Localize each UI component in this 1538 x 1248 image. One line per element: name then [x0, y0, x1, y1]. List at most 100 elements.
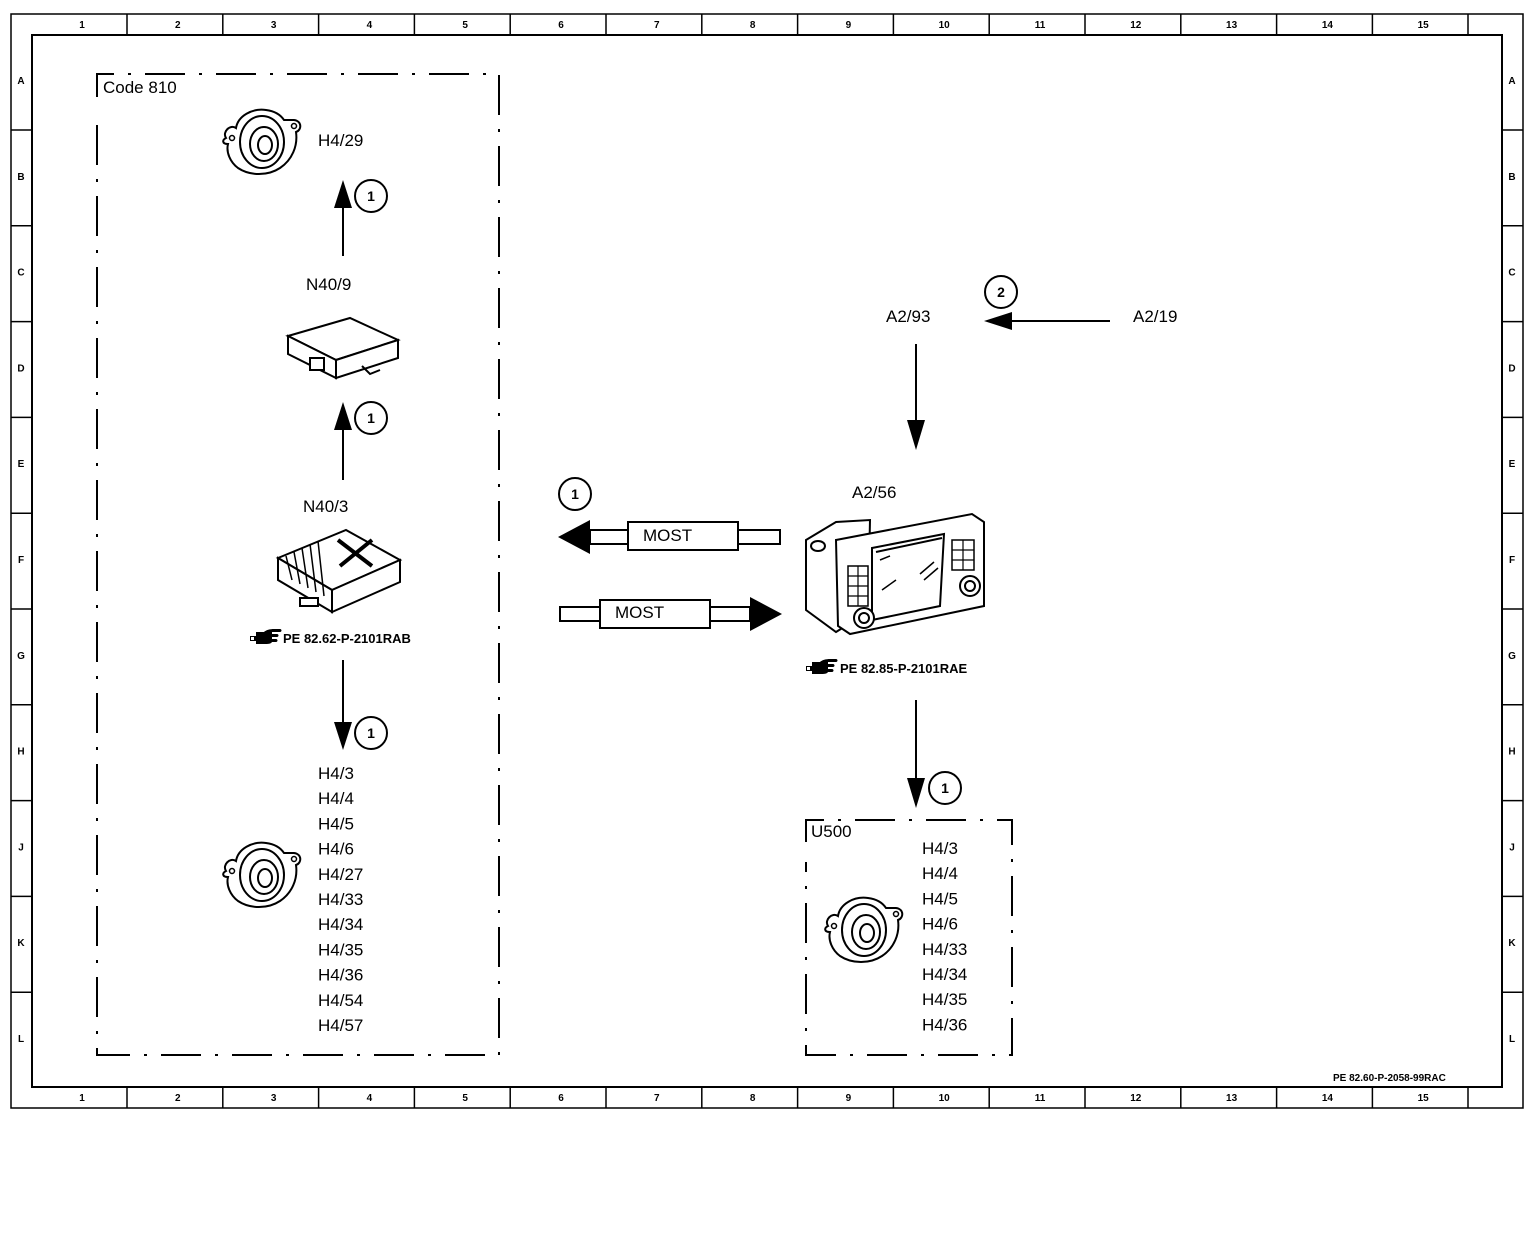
grid-row-label: E	[1509, 459, 1516, 470]
grid-row-label: K	[17, 938, 25, 949]
grid-row-label: E	[18, 459, 25, 470]
grid-row-label: B	[17, 172, 24, 183]
arrow-up-icon	[334, 180, 352, 208]
arrow-up-icon	[334, 402, 352, 430]
grid-column-label: 5	[462, 1093, 468, 1104]
grid-row-label: B	[1508, 172, 1515, 183]
most-bus-in: MOST	[559, 597, 782, 631]
grid-row-label: G	[17, 651, 25, 662]
speaker-component-label: H4/33	[318, 890, 363, 909]
speaker-component-label: H4/5	[922, 889, 958, 908]
arrow-down-icon	[907, 420, 925, 450]
speaker-component-label: H4/4	[318, 789, 354, 808]
grid-column-label: 1	[79, 1093, 85, 1104]
grid-column-label: 12	[1130, 20, 1142, 31]
grid-column-label: 9	[846, 20, 852, 31]
u500-boundary	[805, 819, 1013, 1056]
grid-column-label: 4	[367, 1093, 373, 1104]
component-h4-29: H4/29	[318, 131, 363, 150]
sheet-reference: PE 82.60-P-2058-99RAC	[1333, 1073, 1446, 1084]
grid-column-label: 9	[846, 1093, 852, 1104]
code810-label: Code 810	[103, 78, 177, 97]
grid-column-label: 3	[271, 20, 277, 31]
grid-row-label: F	[1509, 555, 1515, 566]
grid-row-label: A	[17, 76, 24, 87]
grid-column-label: 6	[558, 1093, 564, 1104]
component-a2-19: A2/19	[1133, 307, 1177, 326]
grid-row-label: D	[1508, 363, 1515, 374]
speaker-component-label: H4/34	[318, 915, 363, 934]
speaker-component-label: H4/27	[318, 865, 363, 884]
grid-row-label: F	[18, 555, 24, 566]
speaker-component-label: H4/6	[922, 915, 958, 934]
marker-1	[354, 179, 388, 213]
grid-row-label: J	[18, 842, 24, 853]
grid-row-label: L	[18, 1034, 24, 1045]
reference-a2-56: PE 82.85-P-2101RAE	[840, 661, 968, 676]
frame-outer	[10, 13, 1524, 1109]
speaker-component-label: H4/6	[318, 840, 354, 859]
speaker-list-code810: H4/3H4/4H4/5H4/6H4/27H4/33H4/34H4/35H4/3…	[318, 764, 363, 1035]
most-label: MOST	[643, 526, 692, 545]
marker-1	[558, 477, 592, 511]
grid-column-label: 12	[1130, 1093, 1142, 1104]
speaker-component-label: H4/36	[922, 1015, 967, 1034]
control-unit-icon	[285, 316, 401, 380]
grid-row-label: C	[1508, 268, 1515, 279]
grid-row-label: L	[1509, 1034, 1515, 1045]
component-n40-9: N40/9	[306, 275, 351, 294]
marker-1-label: 1	[367, 188, 375, 204]
grid-row-label: H	[1508, 747, 1515, 758]
grid-column-label: 14	[1322, 20, 1334, 31]
grid-column-label: 2	[175, 20, 181, 31]
speaker-component-label: H4/57	[318, 1016, 363, 1035]
speaker-component-label: H4/3	[318, 764, 354, 783]
speaker-component-label: H4/36	[318, 966, 363, 985]
grid-column-label: 8	[750, 1093, 756, 1104]
component-a2-56: A2/56	[852, 483, 896, 502]
grid-column-label: 2	[175, 1093, 181, 1104]
arrow-down-icon	[334, 722, 352, 750]
speaker-component-label: H4/4	[922, 864, 958, 883]
arrow-down-icon	[907, 778, 925, 808]
grid-column-label: 11	[1035, 1093, 1046, 1104]
marker-1-label: 1	[367, 725, 375, 741]
speaker-component-label: H4/34	[922, 965, 967, 984]
marker-2	[984, 275, 1018, 309]
u500-label: U500	[811, 822, 852, 841]
grid-column-label: 15	[1418, 20, 1430, 31]
component-a2-93: A2/93	[886, 307, 930, 326]
marker-1-label: 1	[367, 410, 375, 426]
marker-1	[354, 716, 388, 750]
grid-row-label: A	[1508, 76, 1515, 87]
grid-column-label: 4	[367, 20, 373, 31]
grid-column-label: 3	[271, 1093, 277, 1104]
speaker-component-label: H4/3	[922, 839, 958, 858]
grid-row-label: H	[17, 747, 24, 758]
grid-column-label: 8	[750, 20, 756, 31]
head-unit-icon	[805, 512, 985, 636]
grid-column-label: 10	[939, 1093, 951, 1104]
marker-1-label: 1	[941, 780, 949, 796]
frame-inner	[31, 34, 1503, 1088]
grid-column-label: 7	[654, 1093, 660, 1104]
component-n40-3: N40/3	[303, 497, 348, 516]
marker-1-label: 1	[571, 486, 579, 502]
pointing-hand-icon	[250, 629, 282, 644]
grid-row-label: D	[17, 363, 24, 374]
grid-column-label: 11	[1035, 20, 1046, 31]
speaker-component-label: H4/33	[922, 940, 967, 959]
grid-column-label: 13	[1226, 20, 1238, 31]
grid-ticks	[11, 14, 1523, 1108]
grid-column-label: 6	[558, 20, 564, 31]
marker-1	[354, 401, 388, 435]
marker-1	[928, 771, 962, 805]
grid-column-label: 10	[939, 20, 951, 31]
speaker-component-label: H4/5	[318, 814, 354, 833]
grid-row-label: K	[1508, 938, 1516, 949]
code810-boundary	[96, 73, 500, 1056]
speaker-icon	[222, 841, 302, 908]
speaker-icon	[222, 108, 302, 175]
